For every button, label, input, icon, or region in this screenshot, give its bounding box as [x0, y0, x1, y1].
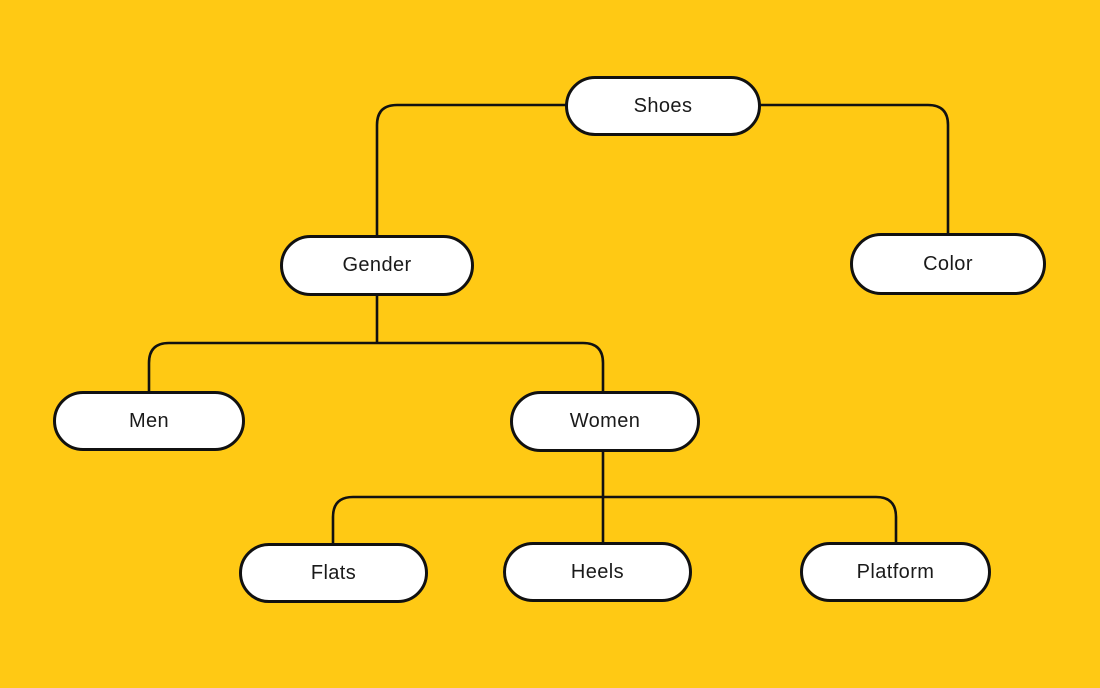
connector-women-branch [331, 495, 898, 544]
connector-shoes-gender [375, 103, 567, 236]
node-color: Color [850, 233, 1046, 295]
connector-gender-branch [147, 341, 605, 392]
node-platform: Platform [800, 542, 991, 602]
node-flats-label: Flats [310, 561, 357, 584]
node-shoes: Shoes [565, 76, 761, 136]
node-women: Women [510, 391, 700, 452]
connector-shoes-color [759, 103, 950, 234]
node-color-label: Color [923, 252, 973, 275]
node-gender-label: Gender [342, 254, 412, 276]
node-flats: Flats [239, 543, 428, 603]
node-platform-label: Platform [856, 560, 935, 583]
node-women-label: Women [569, 410, 641, 432]
node-heels: Heels [503, 542, 692, 602]
node-men: Men [53, 391, 245, 451]
node-shoes-label: Shoes [633, 94, 693, 117]
node-heels-label: Heels [570, 560, 625, 583]
node-men-label: Men [128, 409, 170, 432]
node-gender: Gender [280, 235, 474, 296]
